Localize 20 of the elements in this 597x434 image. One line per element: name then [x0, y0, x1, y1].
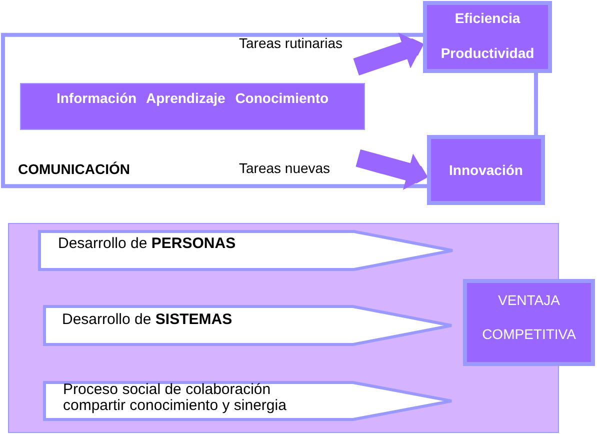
process-box — [427, 135, 545, 205]
info-box: Información Aprendizaje Conocimiento — [20, 83, 365, 130]
text-label: COMUNICACIÓN — [18, 161, 130, 177]
text-label: Tareas rutinarias — [239, 35, 342, 51]
banner-text: Proceso social de colaboración compartir conocimiento y sinergia — [63, 382, 288, 414]
pointed-banner — [38, 230, 454, 271]
process-box — [463, 279, 595, 366]
box-label: Eficiencia — [454, 10, 520, 26]
connector-line — [1, 32, 427, 188]
box-label: Productividad — [440, 45, 534, 61]
pointed-banner — [43, 381, 453, 421]
process-box — [423, 1, 552, 73]
text-label: Tareas nuevas — [239, 160, 330, 176]
banner-text: Desarrollo de SISTEMAS — [62, 312, 234, 328]
box-label: Innovación — [449, 162, 523, 178]
connector-line — [534, 73, 538, 135]
box-label: VENTAJA COMPETITIVA — [481, 291, 577, 344]
banner-text: Desarrollo de PERSONAS — [58, 236, 237, 252]
block-arrow — [353, 36, 424, 76]
pointed-banner — [43, 305, 453, 346]
